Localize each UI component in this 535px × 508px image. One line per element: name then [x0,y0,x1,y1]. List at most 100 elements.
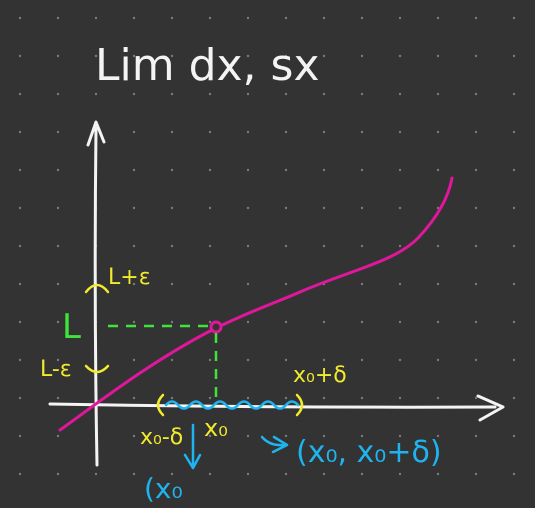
grid-dot [208,434,212,438]
grid-dot [94,54,98,58]
grid-dot [132,244,136,248]
grid-dot [208,244,212,248]
grid-dot [360,54,364,58]
grid-dot [436,358,440,362]
grid-dot [322,244,326,248]
grid-dot [18,244,22,248]
grid-dot [56,396,60,400]
grid-dot [284,168,288,172]
grid-dot [284,358,288,362]
grid-dot [284,320,288,324]
grid-dot [94,92,98,96]
grid-dot [132,396,136,400]
grid-dot [246,92,250,96]
grid-dot [94,472,98,476]
grid-dot [322,206,326,210]
guide-lines [108,324,218,398]
grid-dot [512,472,516,476]
grid-dot [56,320,60,324]
grid-dot [246,244,250,248]
grid-dot [132,206,136,210]
grid-dot [18,92,22,96]
grid-dot [436,130,440,134]
grid-dot [512,92,516,96]
grid-dot [284,206,288,210]
epsilon-brackets [84,283,110,374]
grid-dot [284,92,288,96]
grid-dot [322,358,326,362]
right-paren [295,393,304,417]
grid-dot [284,472,288,476]
label-x0: x₀ [204,414,228,442]
interval-squiggle [164,400,300,410]
grid-dot [284,434,288,438]
grid-dot [18,358,22,362]
grid-dot [170,244,174,248]
grid-dot [132,472,136,476]
grid-dot [132,434,136,438]
grid-dot [512,244,516,248]
grid-dot [94,16,98,20]
right-arrow-head [271,435,289,454]
grid-dot [132,320,136,324]
grid-dot [398,472,402,476]
label-left-limit: (x₀ [144,472,183,505]
grid-dot [322,434,326,438]
grid-dot [436,92,440,96]
grid-dot [474,282,478,286]
grid-dot [398,244,402,248]
grid-dot [436,168,440,172]
grid-dot [284,282,288,286]
grid-dot [360,168,364,172]
grid-dot [360,320,364,324]
grid-dot [208,168,212,172]
grid-dot [246,16,250,20]
grid-dot [398,434,402,438]
grid-dot [398,54,402,58]
grid-dot [436,54,440,58]
grid-dot [512,54,516,58]
grid-dot [170,434,174,438]
grid-dot [208,16,212,20]
grid-dot [398,396,402,400]
upper-bracket [84,283,110,294]
grid-dot [18,282,22,286]
right-arrow [260,435,285,447]
grid-dot [512,434,516,438]
grid-dot [56,206,60,210]
grid-dot [246,54,250,58]
grid-dot [360,92,364,96]
grid-dot [512,358,516,362]
grid-dot [18,130,22,134]
grid-dot [170,472,174,476]
grid-dot [398,92,402,96]
grid-dot [360,472,364,476]
grid-dot [246,396,250,400]
grid-dot [436,244,440,248]
grid-dot [246,434,250,438]
grid-dot [398,16,402,20]
grid-dot [18,396,22,400]
grid-dot [18,434,22,438]
grid-dot [208,320,212,324]
grid-dot [512,16,516,20]
grid-dot [360,130,364,134]
function-curve [58,176,454,432]
grid-dot [474,472,478,476]
left-paren [156,393,165,417]
grid-dot [436,320,440,324]
grid-dot [474,168,478,172]
label-l-plus-epsilon: L+ε [108,265,151,290]
grid-dot [208,396,212,400]
grid-dot [56,434,60,438]
grid-dot [322,396,326,400]
grid-dot [284,16,288,20]
grid-dot [322,92,326,96]
grid-dot [170,54,174,58]
grid-dot [56,168,60,172]
grid-dot [246,358,250,362]
grid-dot [360,16,364,20]
grid-dot [132,54,136,58]
grid-dot [474,320,478,324]
grid-dot [56,130,60,134]
